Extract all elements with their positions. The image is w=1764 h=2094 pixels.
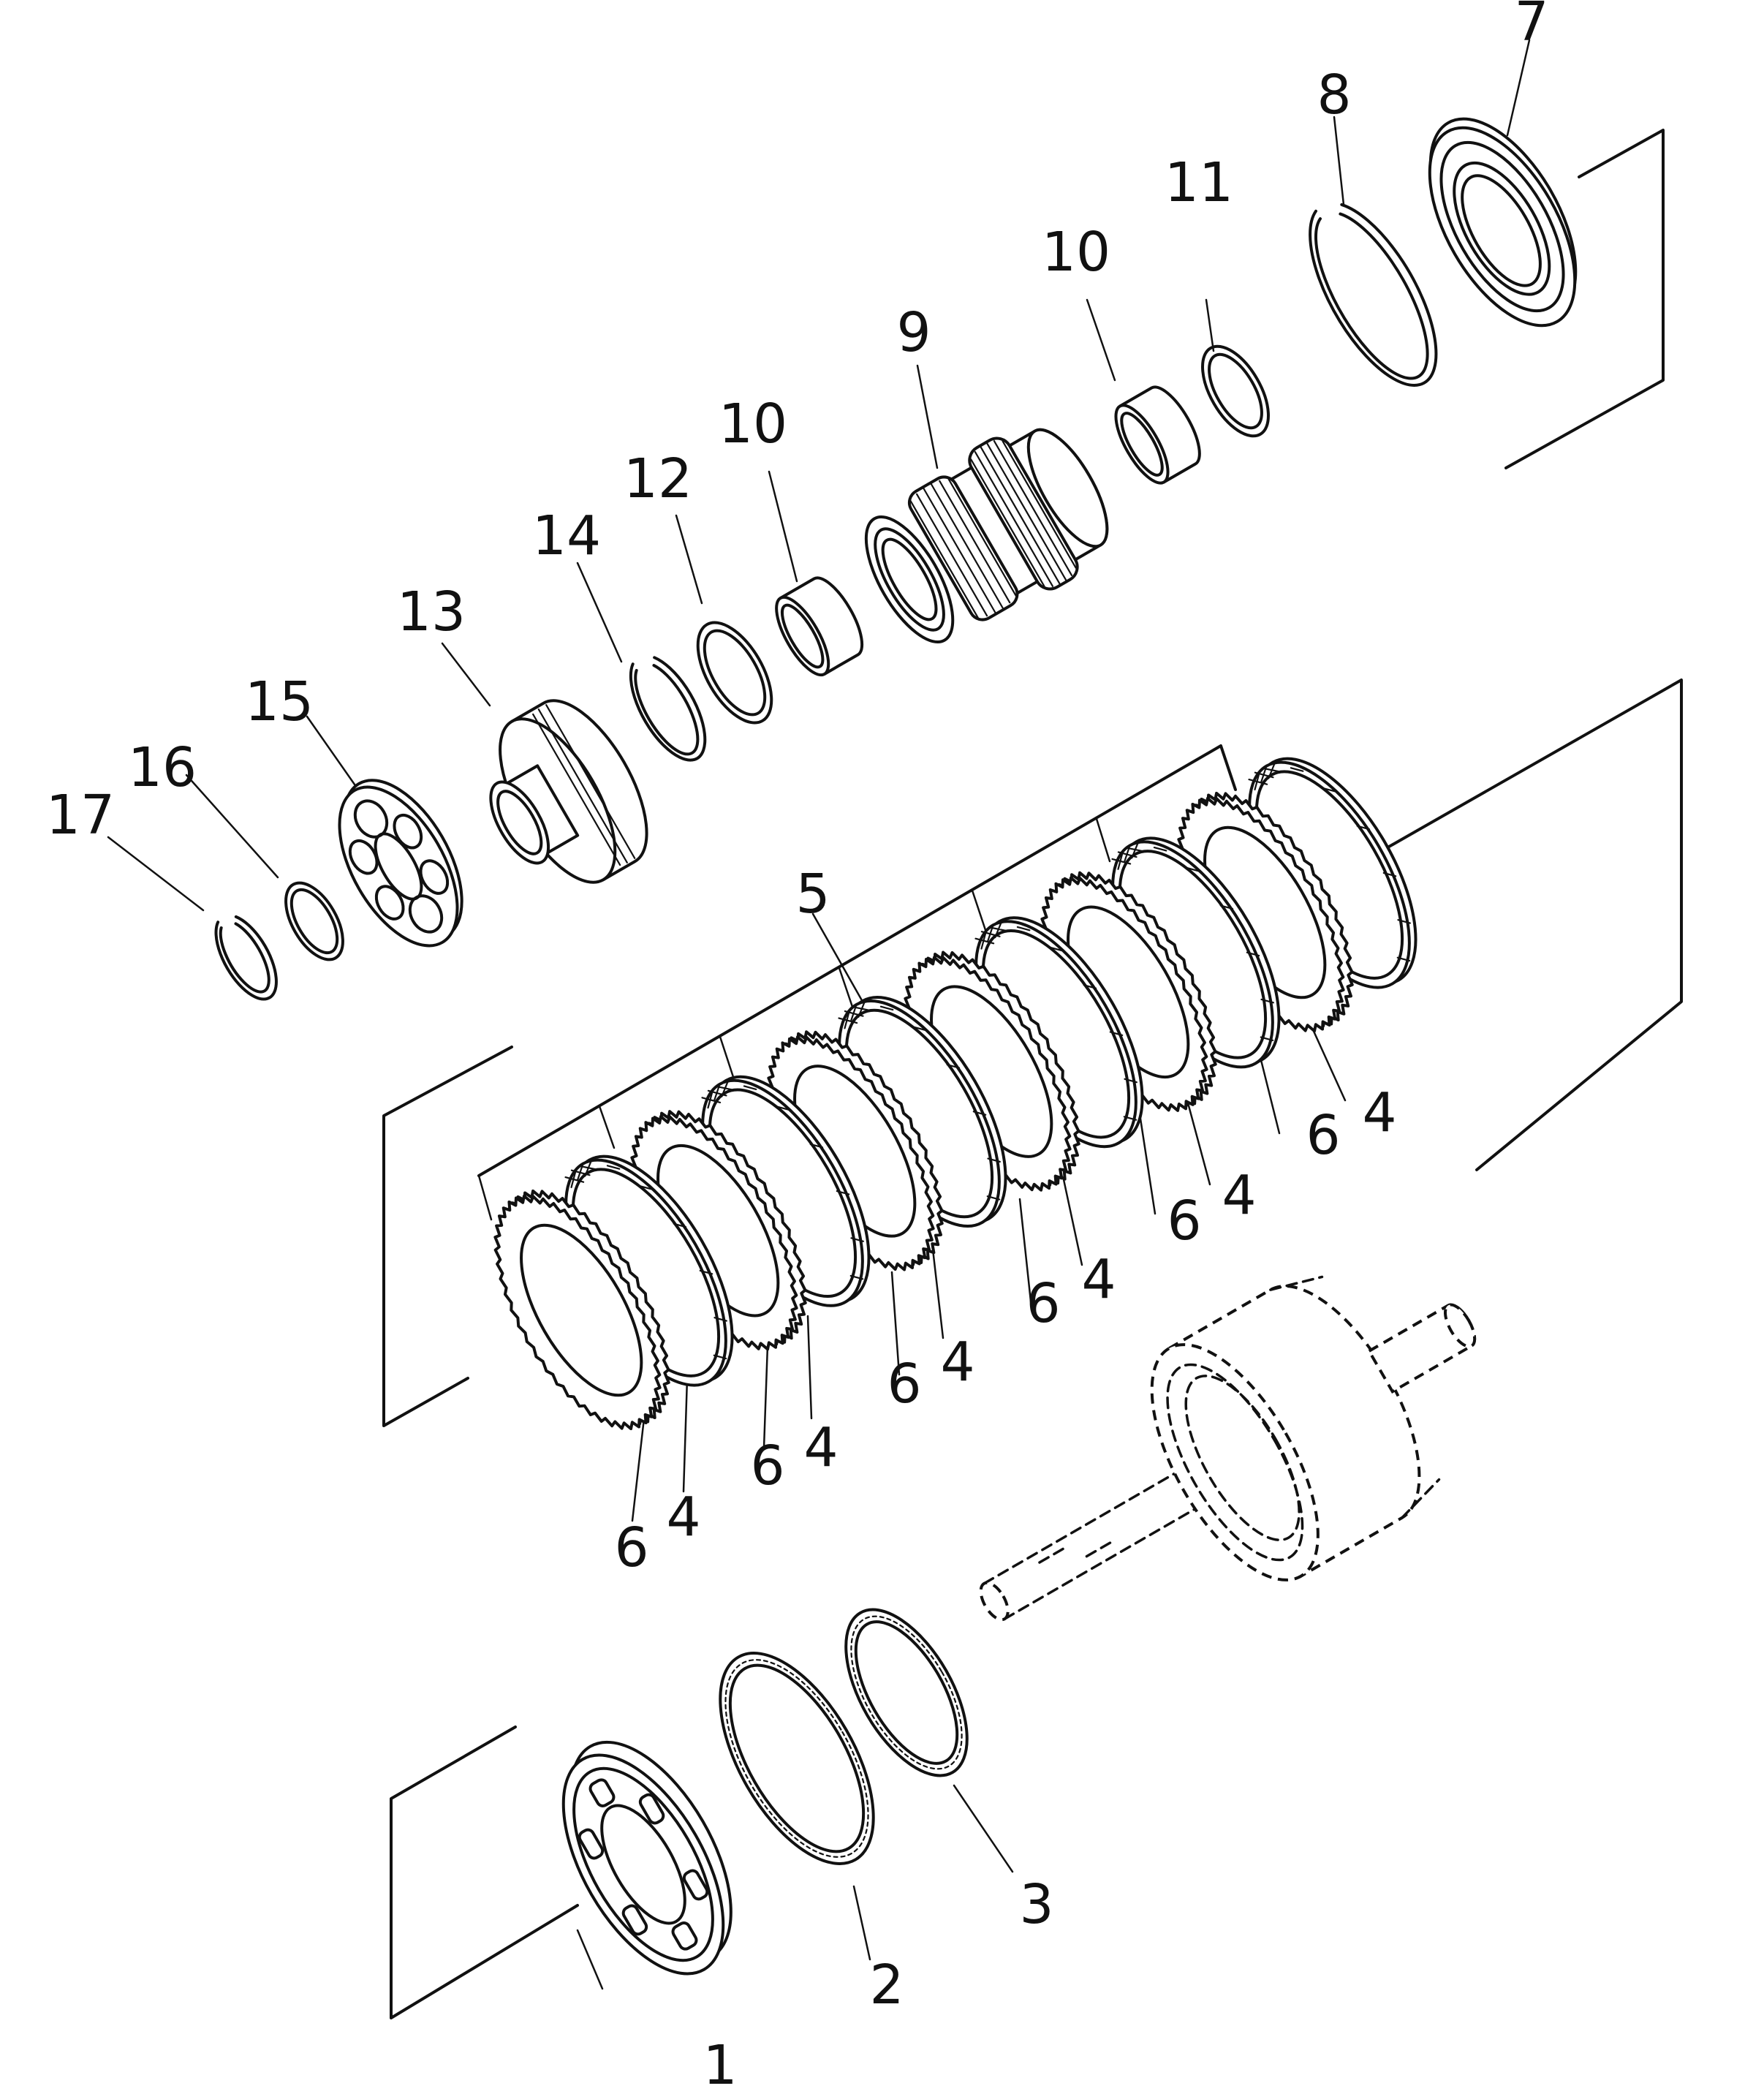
part-3-seal-ring: [844, 1608, 969, 1777]
callout-4-a: 4: [666, 1486, 700, 1549]
callout-1: 1: [703, 2034, 737, 2094]
callout-3: 3: [1019, 1873, 1053, 1936]
part-12-ring: [696, 621, 773, 725]
callout-5: 5: [795, 863, 830, 926]
separator-plate: [1177, 791, 1354, 1033]
callout-8: 8: [1317, 64, 1351, 126]
part-16-ring: [284, 881, 344, 961]
friction-disc: [838, 996, 1007, 1228]
callout-10-a: 10: [1042, 221, 1110, 284]
callout-6-c: 6: [887, 1353, 921, 1415]
frame-lower: [390, 1726, 579, 2019]
callout-6-a: 6: [614, 1516, 648, 1579]
callout-13: 13: [397, 581, 466, 643]
callout-16: 16: [128, 736, 197, 799]
part-10-bushing-upper: [1114, 385, 1201, 485]
part-17-snap-ring: [214, 915, 278, 1001]
frame-upper: [1504, 129, 1665, 469]
callout-10-b: 10: [719, 393, 787, 456]
part-1-piston: [561, 1740, 733, 1976]
callout-4-f: 4: [1362, 1081, 1396, 1144]
callout-17: 17: [46, 784, 115, 847]
part-15-bearing: [338, 779, 463, 948]
callout-6-b: 6: [750, 1435, 784, 1497]
frame-clutch-pack: [382, 679, 1683, 1427]
part-2-seal-ring: [719, 1652, 875, 1865]
callout-14: 14: [532, 504, 601, 567]
callout-12: 12: [624, 447, 692, 510]
part-13-gear: [489, 699, 648, 884]
callout-6-f: 6: [1306, 1104, 1340, 1167]
part-14-snap-ring: [629, 656, 707, 762]
callout-11: 11: [1165, 151, 1233, 214]
part-10-bushing-lower: [775, 576, 864, 677]
leader-lines: [107, 39, 1531, 1990]
callout-4-d: 4: [1081, 1248, 1116, 1311]
part-9-gear-hub: [864, 428, 1109, 644]
clutch-pack: [493, 757, 1417, 1431]
callout-4-c: 4: [940, 1331, 974, 1394]
separator-plate: [493, 1189, 670, 1431]
callout-4-e: 4: [1222, 1164, 1256, 1227]
callout-7: 7: [1514, 0, 1548, 53]
callout-15: 15: [245, 670, 314, 733]
callout-labels: 1 2 3 4 4 4 4 4 4 5 6 6 6 6 6 6 7 8 9 10…: [46, 0, 1549, 2094]
callout-6-d: 6: [1026, 1272, 1060, 1335]
part-11-ring: [1201, 344, 1270, 438]
callout-9: 9: [896, 301, 931, 364]
friction-disc: [1111, 836, 1281, 1069]
callout-6-e: 6: [1167, 1190, 1201, 1252]
callout-2: 2: [869, 1954, 904, 2016]
callout-4-b: 4: [803, 1416, 838, 1479]
part-8-snap-ring: [1309, 203, 1438, 387]
friction-disc: [974, 916, 1144, 1149]
shaft-drum-assembly: [979, 1275, 1477, 1622]
part-7-seal-ring: [1428, 117, 1578, 328]
